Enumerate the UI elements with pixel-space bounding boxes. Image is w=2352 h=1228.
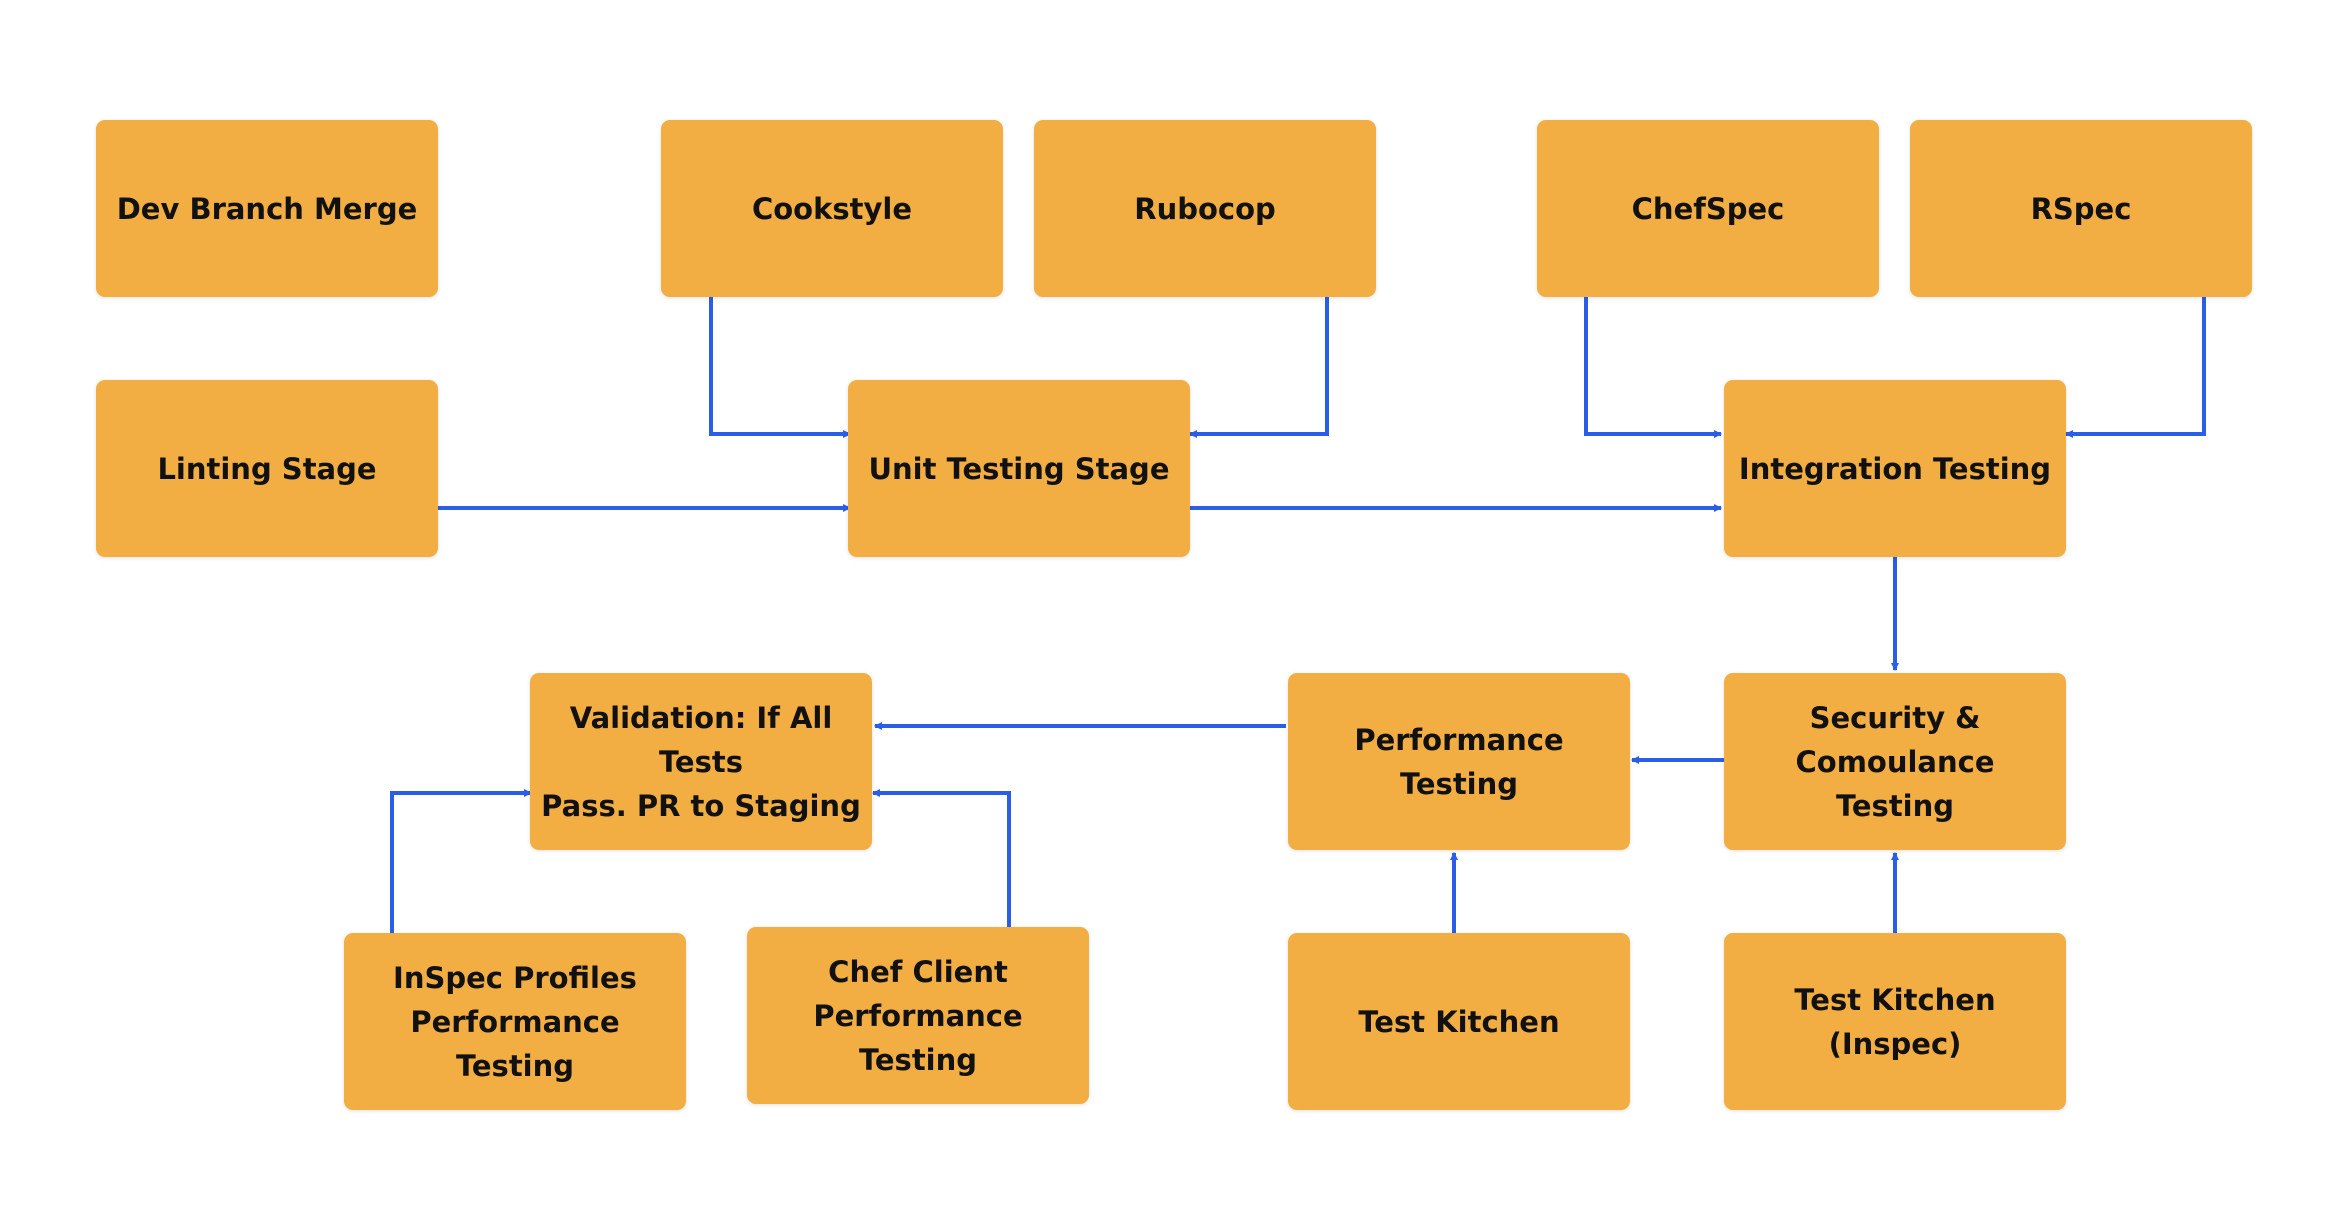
edge-inspec-profiles-to-validation: [390, 789, 532, 933]
node-test-kitchen: Test Kitchen: [1288, 933, 1630, 1110]
node-label: Chef Client Performance Testing: [813, 954, 1023, 1077]
edge-chef-client-to-validation: [872, 789, 1011, 930]
node-linting-stage: Linting Stage: [96, 380, 438, 557]
edge-cookstyle-to-unit-testing: [709, 297, 851, 438]
node-label: Test Kitchen: [1358, 1004, 1560, 1039]
node-inspec-profiles-performance: InSpec Profiles Performance Testing: [344, 933, 686, 1110]
node-label: Dev Branch Merge: [116, 191, 418, 226]
node-label: Linting Stage: [157, 451, 377, 486]
node-integration-testing: Integration Testing: [1724, 380, 2066, 557]
edge-rspec-to-integration: [2065, 297, 2206, 438]
node-performance-testing: Performance Testing: [1288, 673, 1630, 850]
node-rubocop: Rubocop: [1034, 120, 1376, 297]
node-label: Validation: If All Tests Pass. PR to Sta…: [541, 700, 861, 823]
edge-rubocop-to-unit-testing: [1189, 297, 1329, 438]
node-chefspec: ChefSpec: [1537, 120, 1879, 297]
node-label: InSpec Profiles Performance Testing: [393, 960, 637, 1083]
node-label: Integration Testing: [1738, 451, 2052, 486]
node-label: Performance Testing: [1354, 722, 1564, 801]
node-label: Unit Testing Stage: [868, 451, 1170, 486]
node-unit-testing-stage: Unit Testing Stage: [848, 380, 1190, 557]
node-label: Rubocop: [1134, 191, 1276, 226]
node-dev-branch-merge: Dev Branch Merge: [96, 120, 438, 297]
node-rspec: RSpec: [1910, 120, 2252, 297]
node-validation: Validation: If All Tests Pass. PR to Sta…: [530, 673, 872, 850]
node-chef-client-performance: Chef Client Performance Testing: [747, 927, 1089, 1104]
node-security-compliance-testing: Security & Comoulance Testing: [1724, 673, 2066, 850]
node-label: Security & Comoulance Testing: [1795, 700, 1995, 823]
node-label: Test Kitchen (Inspec): [1794, 982, 1996, 1061]
node-label: RSpec: [2030, 191, 2132, 226]
node-cookstyle: Cookstyle: [661, 120, 1003, 297]
node-test-kitchen-inspec: Test Kitchen (Inspec): [1724, 933, 2066, 1110]
node-label: ChefSpec: [1631, 191, 1785, 226]
node-label: Cookstyle: [751, 191, 913, 226]
edge-chefspec-to-integration: [1584, 297, 1722, 438]
